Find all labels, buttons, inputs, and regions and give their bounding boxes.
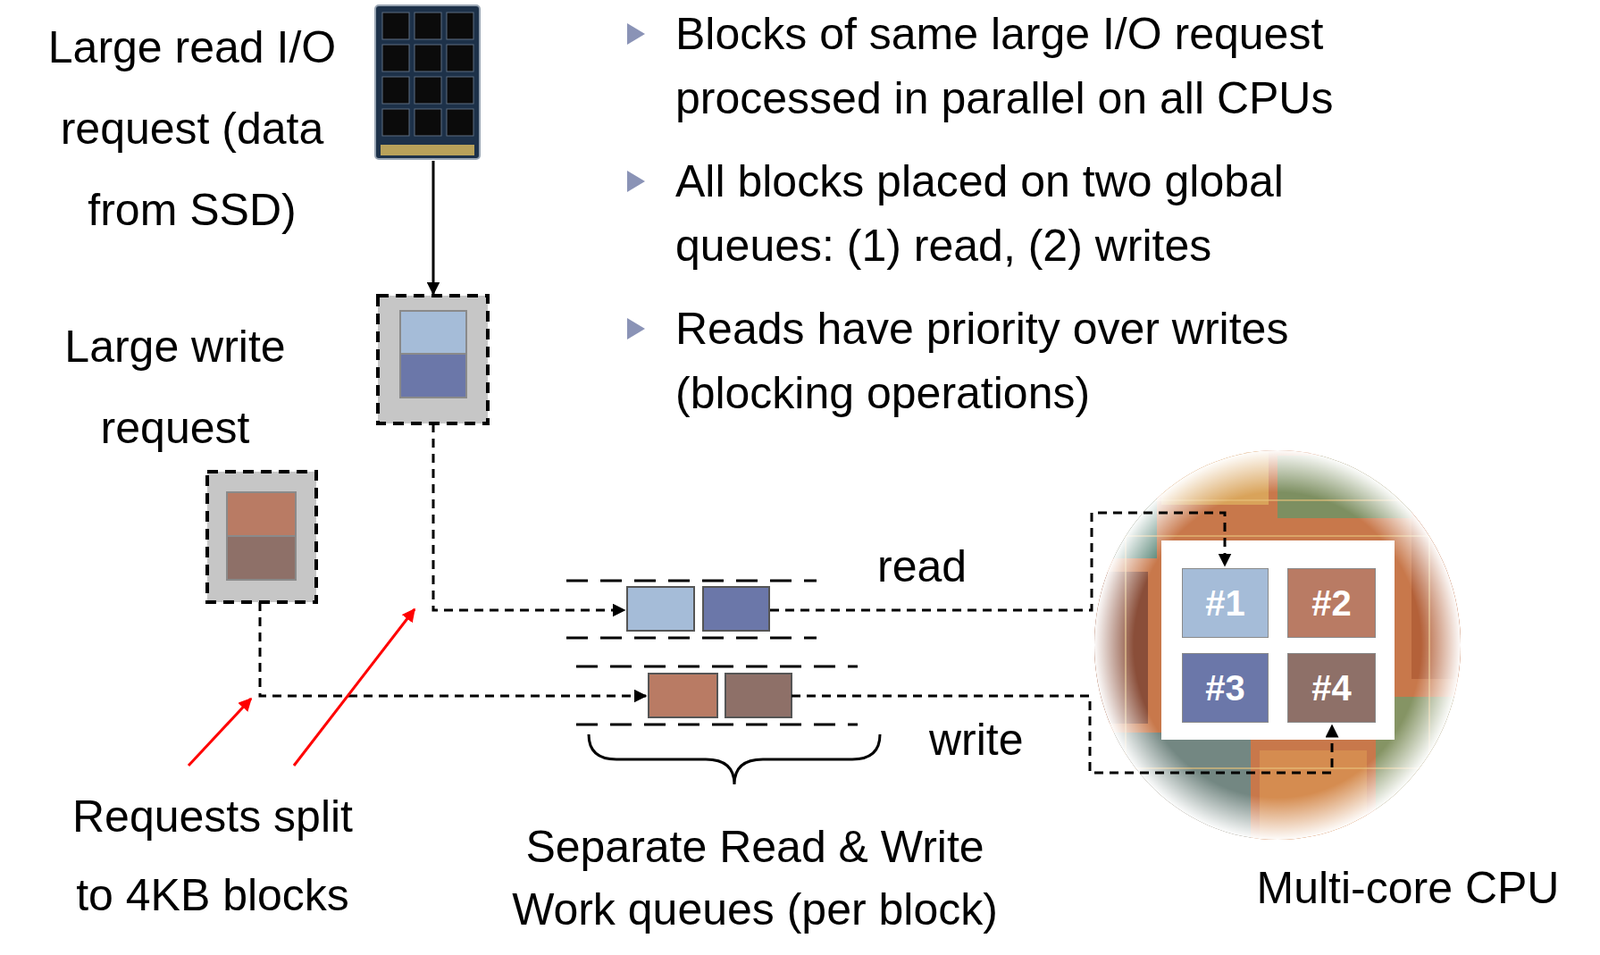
queued-block: [703, 586, 770, 631]
queued-block: [725, 673, 792, 718]
callout-arrow: [293, 609, 415, 766]
read-request-box: [377, 295, 488, 424]
core-panel: [1161, 540, 1395, 740]
ssd-chip: [414, 12, 442, 40]
dashed-flow-line: [259, 602, 646, 696]
queued-block: [648, 673, 718, 718]
label-text: All blocks placed on two global queues: …: [675, 156, 1284, 271]
text-label: read: [877, 536, 1003, 597]
ssd-chip: [382, 44, 410, 72]
ssd-chip: [446, 44, 474, 72]
ssd-chip: [382, 12, 410, 40]
write-request-box: [207, 471, 317, 603]
text-label: All blocks placed on two global queues: …: [675, 149, 1408, 278]
dashed-flow-line: [433, 423, 625, 611]
cpu-core-box: #3: [1181, 653, 1269, 723]
cpu-core-box: #2: [1287, 568, 1376, 638]
ssd-chip: [446, 12, 474, 40]
callout-arrow: [188, 698, 252, 766]
cpu-core-box: #1: [1181, 568, 1269, 638]
ssd-chip: [414, 76, 442, 104]
text-label: Multi-core CPU: [1242, 857, 1574, 919]
label-text: write: [929, 714, 1024, 765]
text-label: Large write request: [27, 306, 323, 470]
cpu-die: [1089, 446, 1466, 845]
label-text: Large write request: [64, 321, 285, 453]
queued-block: [627, 586, 695, 631]
bullet-marker: [627, 318, 646, 340]
label-text: Multi-core CPU: [1256, 862, 1560, 914]
text-label: Reads have priority over writes (blockin…: [675, 296, 1408, 426]
ssd-chip: [414, 44, 442, 72]
dashed-flow-line: [770, 512, 1225, 611]
ssd-chip: [414, 108, 442, 136]
bullet-marker: [627, 23, 646, 45]
ssd-chip: [382, 76, 410, 104]
cpu-core-box: #4: [1287, 653, 1376, 723]
core-number: #3: [1205, 667, 1246, 709]
die-traces: [1089, 446, 1466, 845]
ssd-chip: [446, 108, 474, 136]
bullet-marker: [627, 170, 646, 193]
brace: [588, 734, 880, 785]
ssd-illustration: [375, 5, 480, 160]
label-text: Reads have priority over writes (blockin…: [675, 303, 1289, 419]
core-number: #1: [1205, 582, 1246, 624]
data-block: [400, 353, 467, 398]
label-text: Large read I/O request (data from SSD): [48, 22, 336, 235]
label-text: Blocks of same large I/O request process…: [675, 8, 1333, 124]
data-block: [226, 536, 296, 580]
data-block: [400, 310, 467, 354]
text-label: Blocks of same large I/O request process…: [675, 1, 1408, 131]
label-text: read: [877, 541, 967, 592]
data-block: [226, 492, 296, 537]
ssd-board: [375, 5, 480, 160]
text-label: Large read I/O request (data from SSD): [26, 7, 358, 252]
ssd-connector: [380, 144, 475, 156]
text-label: Separate Read & Write Work queues (per b…: [486, 815, 1023, 941]
label-text: Requests split to 4KB blocks: [72, 791, 353, 921]
ssd-chip: [382, 108, 410, 136]
core-number: #4: [1311, 667, 1352, 709]
text-label: Requests split to 4KB blocks: [60, 777, 365, 935]
label-text: Separate Read & Write Work queues (per b…: [511, 821, 998, 935]
die-base: [1089, 446, 1466, 845]
ssd-chip: [446, 76, 474, 104]
text-label: write: [929, 709, 1073, 771]
data-arrow: [432, 160, 436, 294]
core-number: #2: [1311, 582, 1352, 624]
die-fade: [1093, 449, 1462, 841]
